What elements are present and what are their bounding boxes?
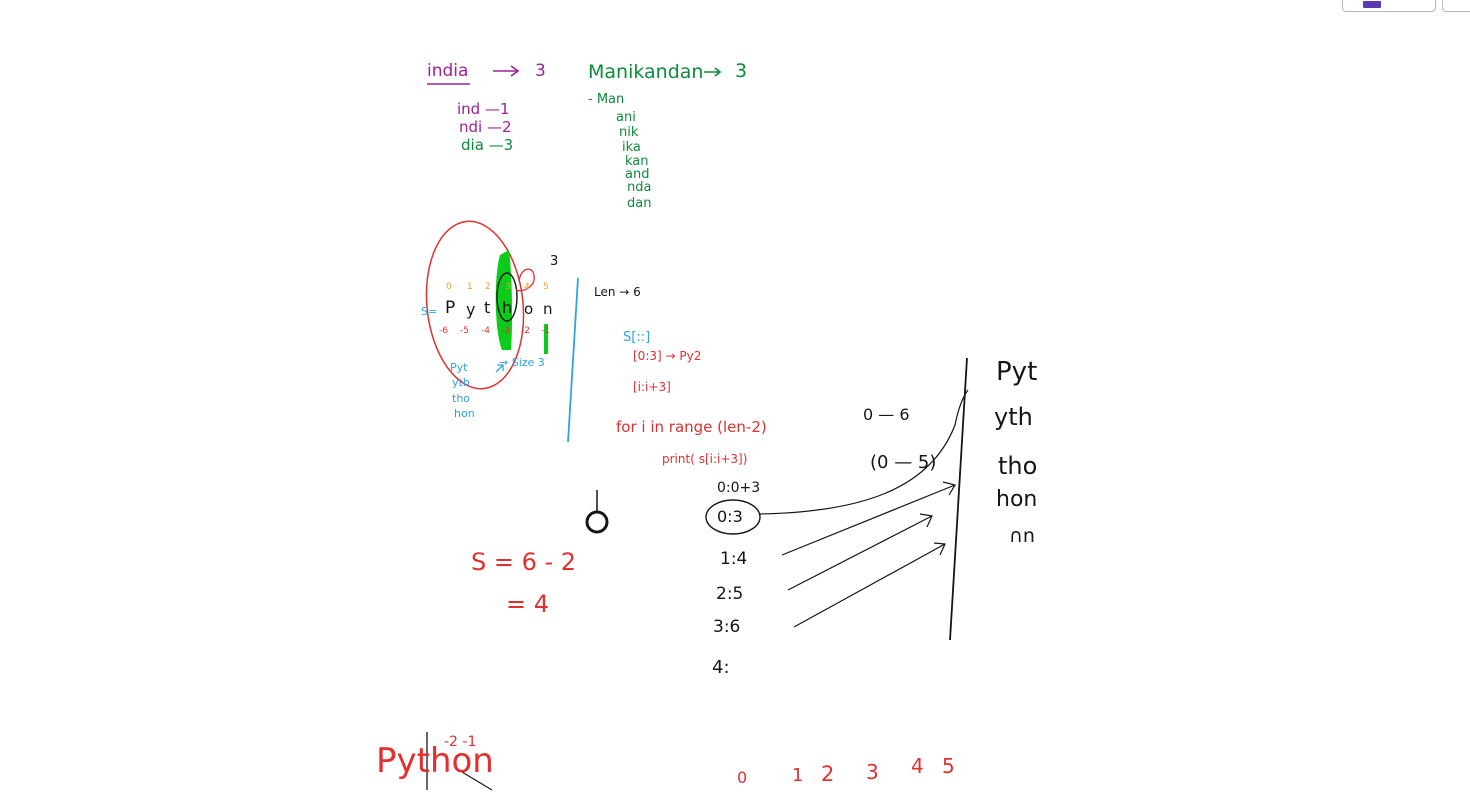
len-note: Len → 6 <box>594 285 641 299</box>
india-sub-2: ndi —2 <box>459 118 512 136</box>
neg-index: -6 <box>439 326 448 336</box>
bottom-python-word: Python <box>376 741 494 781</box>
india-count: 3 <box>535 61 546 81</box>
slice-note: [i:i+3] <box>633 380 671 394</box>
substring-item: tho <box>452 392 471 405</box>
bottom-python-marks: -2 -1 <box>444 734 477 750</box>
manikandan-sub: - Man <box>588 92 625 107</box>
pos-index: 3 <box>505 282 511 292</box>
manikandan-sub: dan <box>627 196 652 211</box>
manikandan-sub: kan <box>625 154 649 169</box>
python-letter: o <box>524 300 534 318</box>
python-letter: n <box>543 300 553 318</box>
manikandan-sub: and <box>625 167 650 182</box>
python-letter: h <box>502 298 513 317</box>
bottom-index: 5 <box>942 754 955 778</box>
substring-item: Pyt <box>450 361 468 374</box>
code-line-2: print( s[i:i+3]) <box>662 452 748 466</box>
manikandan-sub: nik <box>619 125 639 140</box>
neg-index: -4 <box>481 326 490 336</box>
neg-index: -3 <box>501 326 510 336</box>
calc-line-1: S = 6 - 2 <box>471 548 577 576</box>
pos-index: 4 <box>524 282 530 292</box>
result-item: yth <box>994 403 1033 431</box>
manikandan-word: Manikandan <box>588 61 704 83</box>
window-size-mark: 3 <box>550 254 559 269</box>
range-label: (0 — 5) <box>870 452 937 473</box>
calc-line-2: = 4 <box>506 590 550 618</box>
pos-index: 1 <box>467 282 473 292</box>
manikandan-sub: ani <box>616 110 636 125</box>
slice-item: 1:4 <box>720 549 748 569</box>
slice-item: 2:5 <box>716 584 744 604</box>
range-label: 0 — 6 <box>863 405 910 424</box>
slice-item: 4: <box>712 657 730 678</box>
pos-index: 0 <box>446 282 452 292</box>
toolbar-more-button[interactable] <box>1442 0 1470 12</box>
pos-index: 5 <box>543 282 549 292</box>
bottom-index: 4 <box>911 754 924 778</box>
substring-item: hon <box>454 407 475 420</box>
result-item: Pyt <box>996 357 1038 387</box>
manikandan-sub: nda <box>627 180 652 195</box>
slice-item: 0:3 <box>717 507 743 526</box>
bottom-index: 0 <box>737 768 748 787</box>
python-letter: y <box>466 300 476 319</box>
manikandan-count: 3 <box>735 60 748 82</box>
substring-item: yth <box>452 376 470 389</box>
slice-item: 3:6 <box>713 617 741 637</box>
result-item: tho <box>998 452 1038 480</box>
bottom-index: 2 <box>821 762 835 786</box>
bottom-index: 3 <box>866 760 879 784</box>
result-item: ∩n <box>1009 525 1035 547</box>
india-sub-3: dia —3 <box>461 136 514 154</box>
neg-index: -2 <box>521 326 530 336</box>
toolbar-color-button[interactable] <box>1342 0 1436 12</box>
color-swatch-icon <box>1363 1 1381 8</box>
india-sub-1: ind —1 <box>457 100 510 118</box>
slice-note: S[::] <box>623 330 651 345</box>
india-word: india <box>427 61 469 81</box>
string-prefix: S= <box>421 305 438 318</box>
neg-index: -5 <box>460 326 469 336</box>
python-letter: t <box>484 298 491 317</box>
python-letter: P <box>445 298 456 318</box>
neg-index: -1 <box>541 326 550 336</box>
code-line-1: for i in range (len-2) <box>616 418 767 436</box>
bottom-index: 1 <box>792 765 804 786</box>
size-label: → Size 3 <box>499 356 545 369</box>
pos-index: 2 <box>485 282 491 292</box>
slice-note: [0:3] → Py2 <box>633 349 702 363</box>
slice-item: 0:0+3 <box>717 480 761 496</box>
manikandan-sub: ika <box>622 140 641 155</box>
result-item: hon <box>996 487 1038 512</box>
